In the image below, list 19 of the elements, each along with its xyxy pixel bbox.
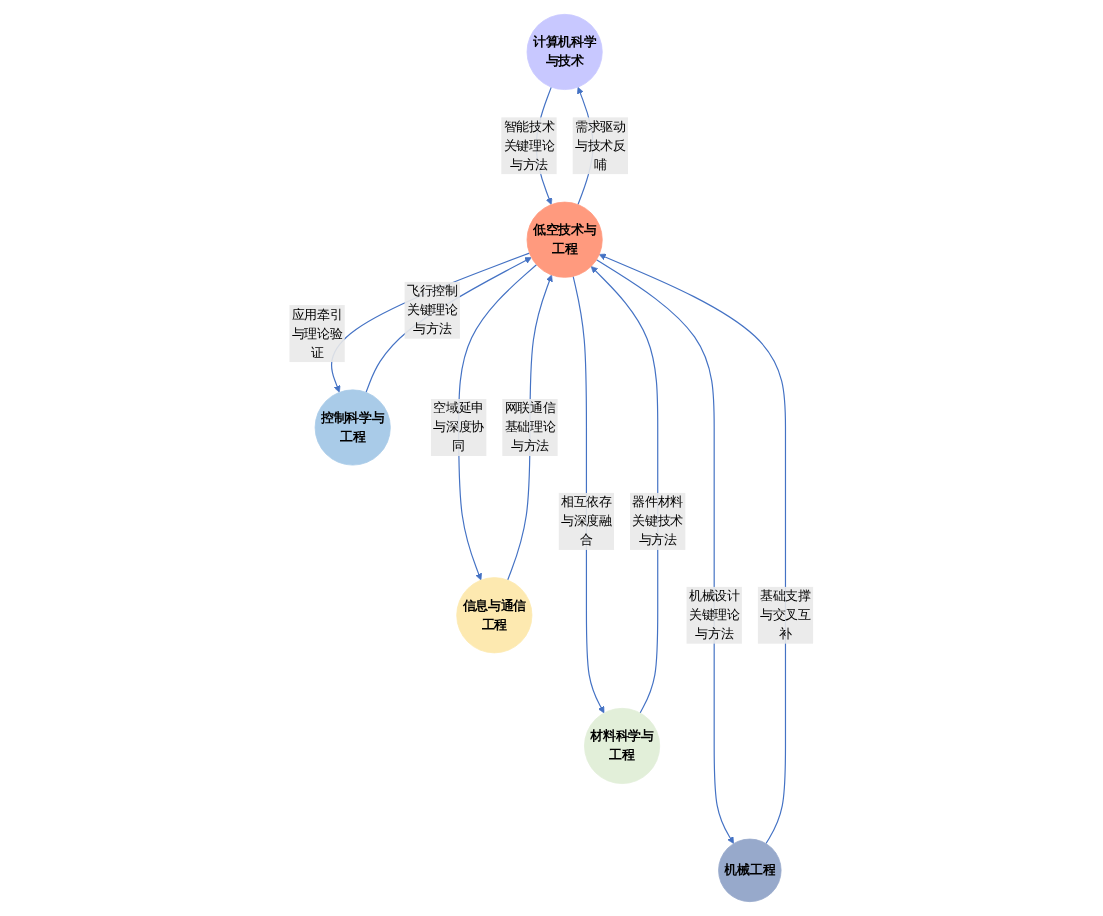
edge-label: 空域延申与深度协同 bbox=[433, 400, 485, 454]
edge-label: 相互依存与深度融合 bbox=[561, 494, 612, 548]
node-circle: 控制科学与工程 bbox=[314, 389, 391, 466]
edge-label: 器件材料关键技术与方法 bbox=[632, 494, 684, 548]
arrow bbox=[365, 257, 532, 393]
edge-label: 智能技术关键理论与方法 bbox=[503, 118, 555, 172]
arrow bbox=[599, 253, 787, 845]
node-circle: 计算机科学与技术 bbox=[526, 13, 603, 90]
edge-label: 机械设计关键理论与方法 bbox=[689, 588, 740, 642]
node-circle: 信息与通信工程 bbox=[456, 577, 533, 654]
edge-label: 应用牵引与理论验证 bbox=[291, 306, 343, 360]
arrow bbox=[596, 259, 735, 844]
edge-label: 需求驱动与技术反哺 bbox=[575, 118, 626, 172]
node-circle: 材料科学与工程 bbox=[584, 707, 661, 784]
edge-label: 基础支撑与交叉互补 bbox=[760, 588, 812, 642]
node-circle: 机械工程 bbox=[718, 838, 782, 903]
edge-label: 网联通信基础理论与方法 bbox=[504, 400, 556, 454]
edge-label: 飞行控制关键理论与方法 bbox=[407, 283, 458, 337]
node-circle: 低空技术与工程 bbox=[526, 201, 603, 278]
